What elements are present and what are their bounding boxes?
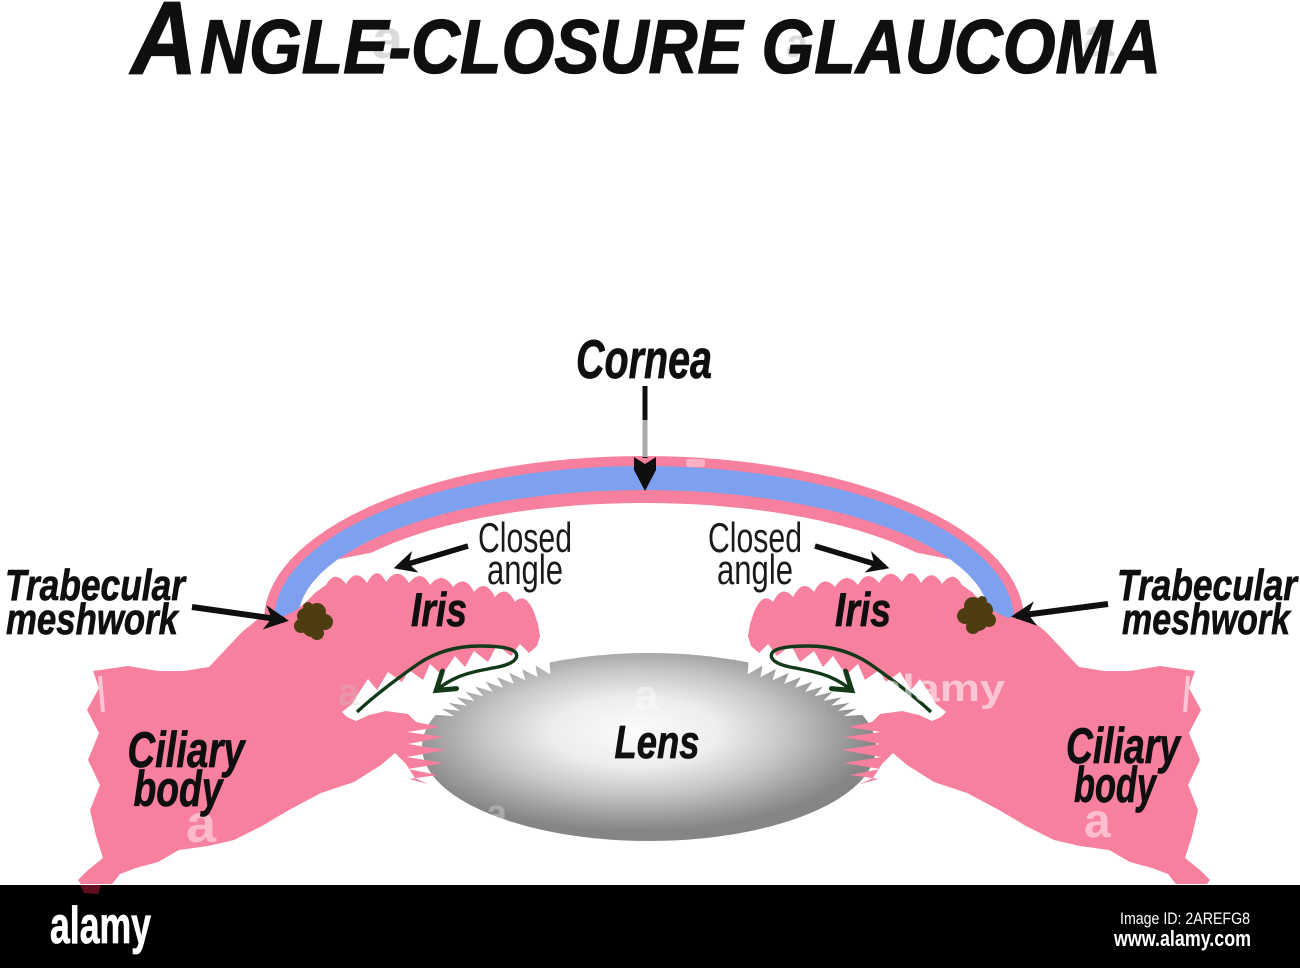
svg-text:a: a xyxy=(486,793,508,835)
svg-text:meshwork: meshwork xyxy=(6,595,180,644)
svg-text:a: a xyxy=(1083,5,1115,68)
svg-text:Ciliary: Ciliary xyxy=(1066,718,1182,774)
svg-text:a: a xyxy=(186,794,217,854)
svg-text:meshwork: meshwork xyxy=(1122,595,1292,644)
svg-text:A: A xyxy=(128,0,197,97)
svg-text:Image ID: 2AREFG8: Image ID: 2AREFG8 xyxy=(1120,909,1250,928)
svg-text:a: a xyxy=(338,672,360,714)
svg-text:Cornea: Cornea xyxy=(576,328,712,390)
svg-text:Closed: Closed xyxy=(708,514,802,561)
svg-text:angle: angle xyxy=(717,546,793,593)
svg-text:a: a xyxy=(786,22,809,66)
svg-text:Trabecular: Trabecular xyxy=(1117,561,1299,610)
svg-text:angle: angle xyxy=(487,546,563,593)
svg-text:body: body xyxy=(1074,757,1158,813)
svg-text:body: body xyxy=(134,761,225,817)
svg-text:Ciliary: Ciliary xyxy=(128,722,247,778)
svg-text:www.alamy.com: www.alamy.com xyxy=(1113,926,1251,951)
svg-text:Closed: Closed xyxy=(478,514,572,561)
svg-text:a: a xyxy=(372,7,404,70)
svg-text:alamy: alamy xyxy=(877,668,1005,710)
svg-text:Iris: Iris xyxy=(835,583,891,636)
svg-text:Lens: Lens xyxy=(615,716,700,768)
svg-text:NGLE-CLOSURE GLAUCOMA: NGLE-CLOSURE GLAUCOMA xyxy=(200,5,1161,90)
svg-text:a: a xyxy=(634,671,659,720)
svg-text:a: a xyxy=(1084,795,1111,848)
svg-text:alamy: alamy xyxy=(50,897,151,955)
svg-text:Trabecular: Trabecular xyxy=(5,561,187,610)
svg-text:Iris: Iris xyxy=(411,583,467,636)
